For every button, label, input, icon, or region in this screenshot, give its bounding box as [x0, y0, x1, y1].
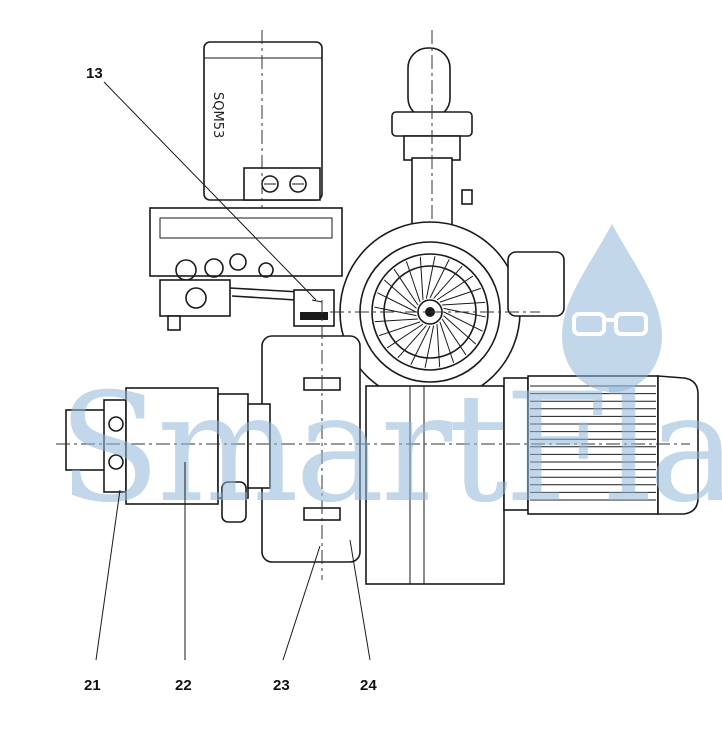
glasses-icon	[572, 312, 606, 336]
swirl-vane	[379, 321, 421, 337]
callout-21: 21	[84, 677, 101, 694]
swirl-vane	[419, 256, 424, 300]
swirl-vane	[442, 301, 486, 306]
swirl-vane	[429, 259, 450, 299]
burner-head	[330, 221, 565, 403]
leader-lines	[95, 81, 371, 661]
swirl-vane	[424, 325, 435, 368]
fan-housing	[261, 300, 505, 585]
electric-motor	[503, 375, 699, 515]
swirl-vane	[436, 275, 474, 301]
swirl-vane	[439, 321, 455, 363]
swirl-vane	[374, 306, 417, 317]
leader-13	[103, 81, 317, 301]
swirl-vane	[443, 315, 477, 345]
swirl-vane	[433, 265, 463, 299]
callout-24: 24	[360, 677, 377, 694]
swirl-vane	[425, 256, 436, 299]
swirl-vane	[386, 323, 424, 349]
swirl-vane	[441, 318, 467, 356]
swirl-vane	[377, 292, 417, 313]
servomotor-plate: SQM53	[210, 92, 225, 138]
swirl-vane	[393, 268, 419, 306]
water-drop-icon	[562, 224, 662, 392]
callouts: 13 21 22 23 24	[84, 65, 377, 694]
swirl-vane	[443, 311, 483, 332]
swirl-vane	[443, 307, 486, 318]
swirl-vane	[410, 325, 431, 365]
swirl-vane	[439, 287, 481, 303]
leader-24	[349, 539, 371, 661]
swirl-vane	[397, 325, 427, 359]
servomotor: SQM53	[203, 30, 323, 215]
callout-23: 23	[273, 677, 290, 694]
swirl-vane	[374, 318, 418, 323]
callout-22: 22	[175, 677, 192, 694]
swirl-vane	[383, 279, 417, 309]
gas-inlet-pipe	[391, 30, 473, 410]
watermark: SmartFlam	[58, 224, 722, 536]
callout-13: 13	[86, 65, 103, 82]
linkage-bracket	[149, 207, 343, 331]
leader-23	[282, 545, 321, 661]
swirl-vane	[436, 324, 441, 368]
oil-pump	[56, 387, 690, 523]
swirl-vane	[405, 261, 421, 303]
leader-21	[95, 489, 121, 661]
